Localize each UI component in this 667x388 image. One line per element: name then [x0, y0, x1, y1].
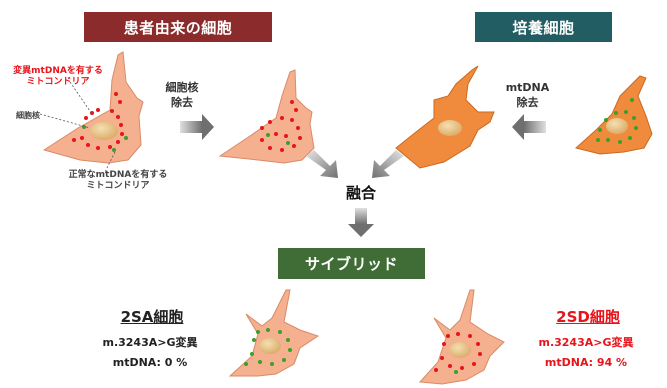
cybrid-2sa-mtdna: mtDNA: 0 %	[112, 356, 188, 369]
cybrid-header: サイブリッド	[278, 248, 425, 279]
cybrid-2sd-title: 2SD細胞	[556, 308, 620, 326]
arrow-remove-mtdna	[512, 114, 546, 140]
cultured-cells-header: 培養細胞	[475, 12, 612, 42]
cybrid-2sd-mtdna: mtDNA: 94 %	[544, 356, 628, 369]
nucleus	[90, 122, 118, 140]
cybrid-2sd-cell	[418, 289, 505, 385]
nucleus	[449, 342, 471, 358]
leader-lines	[39, 81, 116, 175]
mutant-mito-label: 変異mtDNAを有する ミトコンドリア	[13, 66, 103, 87]
patient-cell	[42, 51, 144, 164]
nucleus-label: 細胞核	[16, 111, 40, 120]
nucleus	[606, 118, 628, 134]
remove-nucleus-label: 細胞核 除去	[165, 81, 199, 109]
cybrid-2sa-cell	[228, 289, 320, 377]
nucleus	[438, 120, 462, 136]
fusion-label: 融合	[345, 184, 376, 202]
arrow-fusion-right	[372, 150, 404, 178]
arrow-fusion-left	[306, 150, 338, 178]
arrow-remove-nucleus	[180, 114, 214, 140]
cybrid-2sd-mutation: m.3243A>G変異	[538, 336, 634, 349]
arrow-to-cybrid	[348, 208, 374, 237]
mtdna-depleted-cultured-cell	[395, 65, 495, 169]
cybrid-2sa-title: 2SA細胞	[120, 308, 184, 326]
cybrid-2sa-mutation: m.3243A>G変異	[102, 336, 198, 349]
nucleus	[259, 338, 281, 354]
remove-mtdna-label: mtDNA 除去	[505, 81, 550, 109]
normal-mito-label: 正常なmtDNAを有する ミトコンドリア	[68, 170, 168, 191]
enucleated-patient-cell	[218, 69, 315, 164]
patient-cells-header: 患者由来の細胞	[84, 12, 272, 42]
cultured-cell	[574, 75, 653, 155]
